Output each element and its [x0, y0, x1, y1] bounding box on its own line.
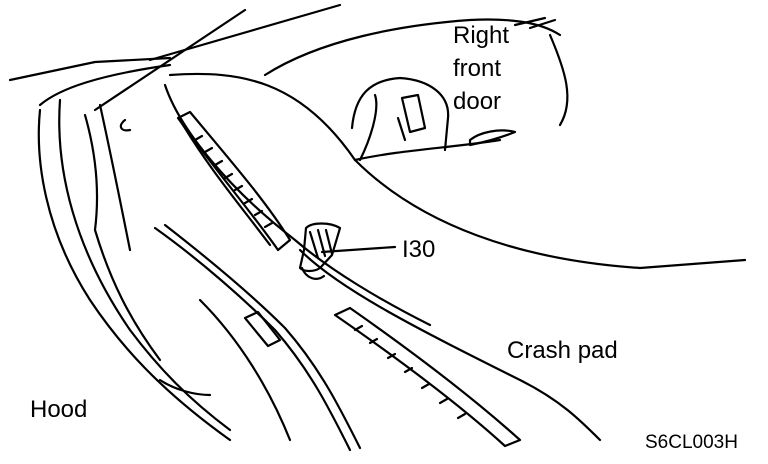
label-right-front-door: Right front door	[453, 19, 509, 118]
crash-pad	[163, 72, 747, 442]
label-right-front-door-line2: front	[453, 55, 502, 82]
hood-panel	[37, 98, 232, 442]
defroster-grille	[176, 110, 522, 448]
label-right-front-door-line1: Right	[453, 22, 510, 49]
windshield-edge	[8, 3, 342, 112]
label-right-front-door-line3: door	[453, 88, 502, 115]
label-crash-pad: Crash pad	[507, 337, 618, 364]
label-hood: Hood	[30, 396, 88, 423]
wiper-arms	[153, 223, 362, 452]
right-front-door	[263, 16, 569, 162]
figure-code: S6CL003H	[645, 432, 738, 453]
door-pointer	[528, 18, 557, 30]
connector-i30	[298, 222, 397, 280]
label-connector: I30	[402, 236, 436, 263]
